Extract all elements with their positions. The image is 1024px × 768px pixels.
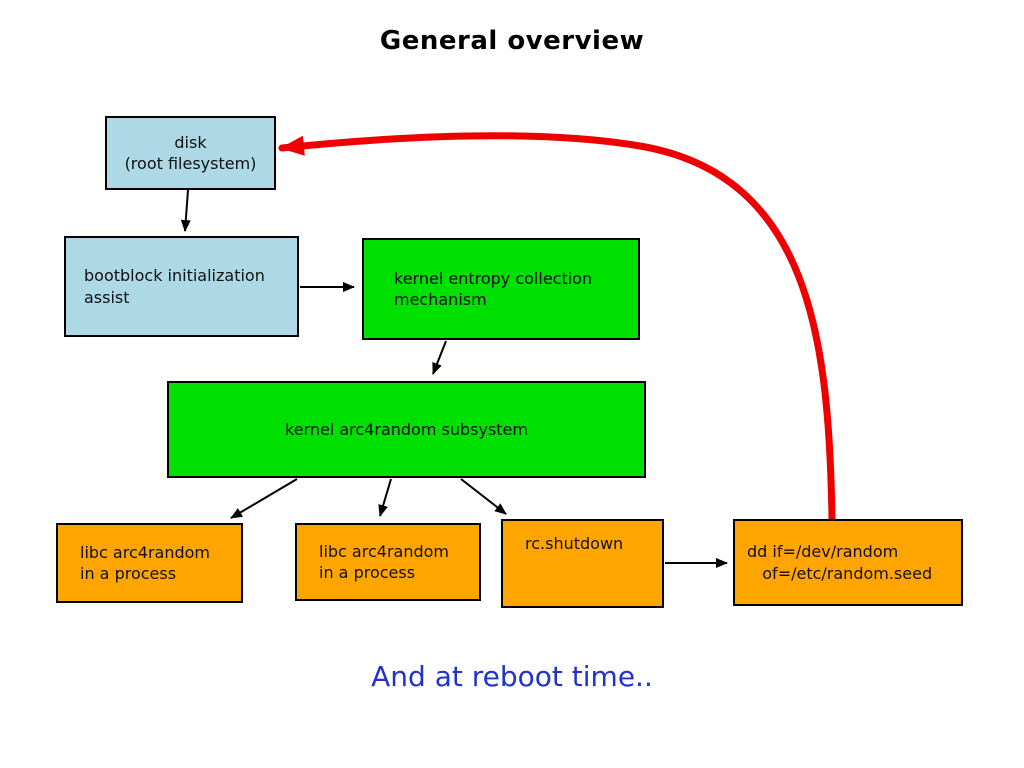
node-rc-shutdown: rc.shutdown [501, 519, 664, 608]
reboot-caption: And at reboot time.. [371, 660, 653, 693]
node-libc1-label: libc arc4random in a process [80, 542, 210, 583]
node-libc2-label: libc arc4random in a process [319, 541, 449, 582]
edge-ddseed-to-disk-red-arrow [278, 132, 836, 523]
node-libc-arc4random-1: libc arc4random in a process [56, 523, 243, 603]
node-kernel-entropy-collection: kernel entropy collection mechanism [362, 238, 640, 340]
node-dd-random-seed: dd if=/dev/random of=/etc/random.seed [733, 519, 963, 606]
edge-entropy-to-arc4 [432, 340, 447, 375]
node-arc4-label: kernel arc4random subsystem [285, 419, 528, 439]
edge-disk-to-bootblock [180, 189, 191, 232]
node-disk: disk (root filesystem) [105, 116, 276, 190]
node-bootblock-initialization-assist: bootblock initialization assist [64, 236, 299, 337]
node-bootblock-label: bootblock initialization assist [84, 266, 265, 307]
node-rcshutdown-label: rc.shutdown [525, 534, 624, 553]
node-entropy-label: kernel entropy collection mechanism [394, 268, 593, 309]
edge-arc4-to-libc1 [230, 478, 298, 519]
node-libc-arc4random-2: libc arc4random in a process [295, 523, 481, 601]
node-ddseed-label: dd if=/dev/random of=/etc/random.seed [747, 542, 933, 583]
node-disk-label: disk (root filesystem) [124, 132, 257, 173]
page-title: General overview [379, 26, 645, 56]
node-kernel-arc4random-subsystem: kernel arc4random subsystem [167, 381, 646, 478]
edge-arc4-to-rcshutdown [460, 478, 507, 515]
edge-arc4-to-libc2 [378, 478, 392, 517]
